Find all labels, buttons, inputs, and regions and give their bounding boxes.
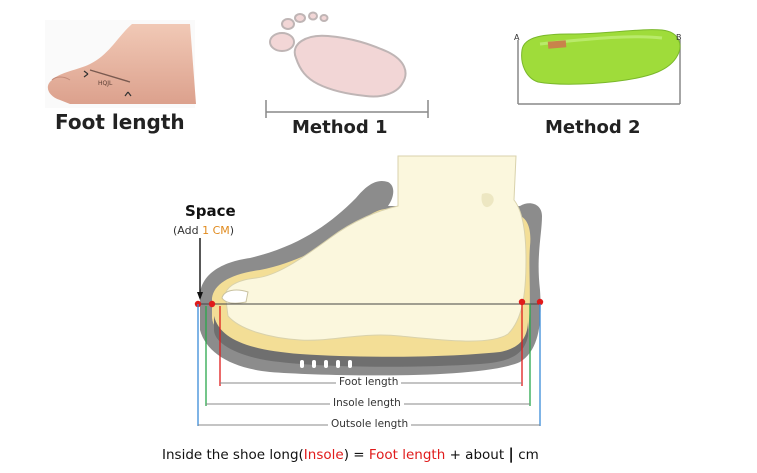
insole-diagram	[517, 29, 681, 105]
foot-length-measure: Foot length	[336, 376, 402, 388]
formula-insole: Insole	[303, 447, 344, 463]
formula-bar: |	[508, 445, 514, 463]
space-note-suffix: )	[229, 224, 235, 237]
marker-toe-inner	[208, 300, 216, 308]
svg-text:HQJL: HQJL	[98, 80, 113, 87]
outsole-length-measure: Outsole length	[328, 418, 412, 430]
space-note: (Add 1 CM)	[173, 224, 234, 237]
foot-length-caption: Foot length	[55, 110, 185, 134]
space-label: Space	[185, 202, 236, 220]
formula-foot-length: Foot length	[368, 447, 446, 463]
formula-part2: ) =	[343, 447, 369, 463]
footprint-toe-3	[294, 13, 306, 23]
formula-text: Inside the shoe long(Insole) = Foot leng…	[162, 445, 539, 463]
insole-length-measure: Insole length	[330, 397, 404, 409]
formula-part3: + about	[445, 447, 509, 463]
footprint-toe-2	[281, 18, 295, 30]
foot-shape	[224, 155, 527, 342]
formula-part4: cm	[513, 447, 539, 463]
foot-photo: HQJL	[45, 20, 197, 108]
footprint-diagram	[265, 11, 429, 118]
formula-part1: Inside the shoe long(	[162, 447, 304, 463]
space-note-prefix: (Add	[173, 224, 203, 237]
space-note-highlight: 1 CM	[202, 224, 230, 237]
footprint-toe-4	[308, 11, 318, 21]
method2-caption: Method 2	[545, 117, 641, 138]
marker-heel-outer	[536, 298, 544, 306]
footprint-toe-1	[269, 32, 295, 52]
footprint-toe-5	[319, 14, 329, 22]
method1-caption: Method 1	[292, 117, 388, 138]
point-a-label: A	[514, 33, 520, 42]
footprint-sole	[293, 34, 407, 98]
point-b-label: B	[676, 33, 682, 42]
marker-heel-inner	[518, 298, 526, 306]
